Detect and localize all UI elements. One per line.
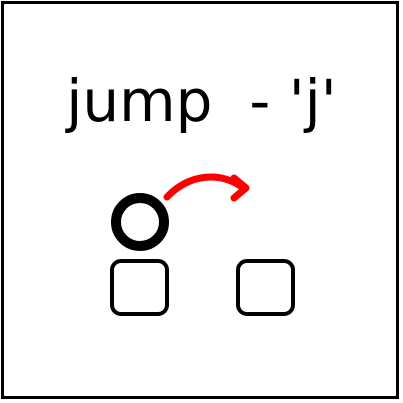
right-tile-icon [236, 259, 295, 316]
card-border [1, 1, 399, 399]
player-circle-icon [111, 193, 169, 251]
left-tile-icon [110, 259, 169, 316]
jump-arrow-head-icon [230, 174, 250, 202]
action-title: jump - 'j' [66, 67, 337, 135]
jump-arrow-icon [163, 173, 246, 201]
